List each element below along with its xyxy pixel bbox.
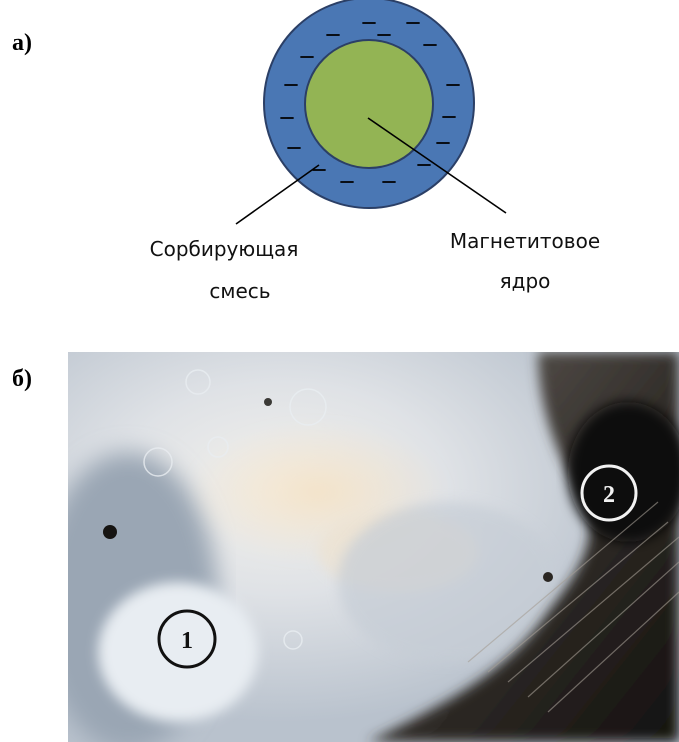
svg-text:1: 1 <box>181 628 193 654</box>
particle-diagram: Сорбирующая смесь Магнетитовое ядро <box>0 0 679 330</box>
label-sorbent-line1: Сорбирующая <box>150 237 299 261</box>
panel-label-b: б) <box>12 366 32 393</box>
label-core-line2: ядро <box>500 269 551 293</box>
leader-line-sorbent <box>236 165 319 224</box>
svg-text:2: 2 <box>603 482 615 508</box>
label-core-line1: Магнетитовое <box>450 229 600 253</box>
micrograph-photo: 1 2 <box>68 352 679 742</box>
label-sorbent-line2: смесь <box>209 279 270 303</box>
